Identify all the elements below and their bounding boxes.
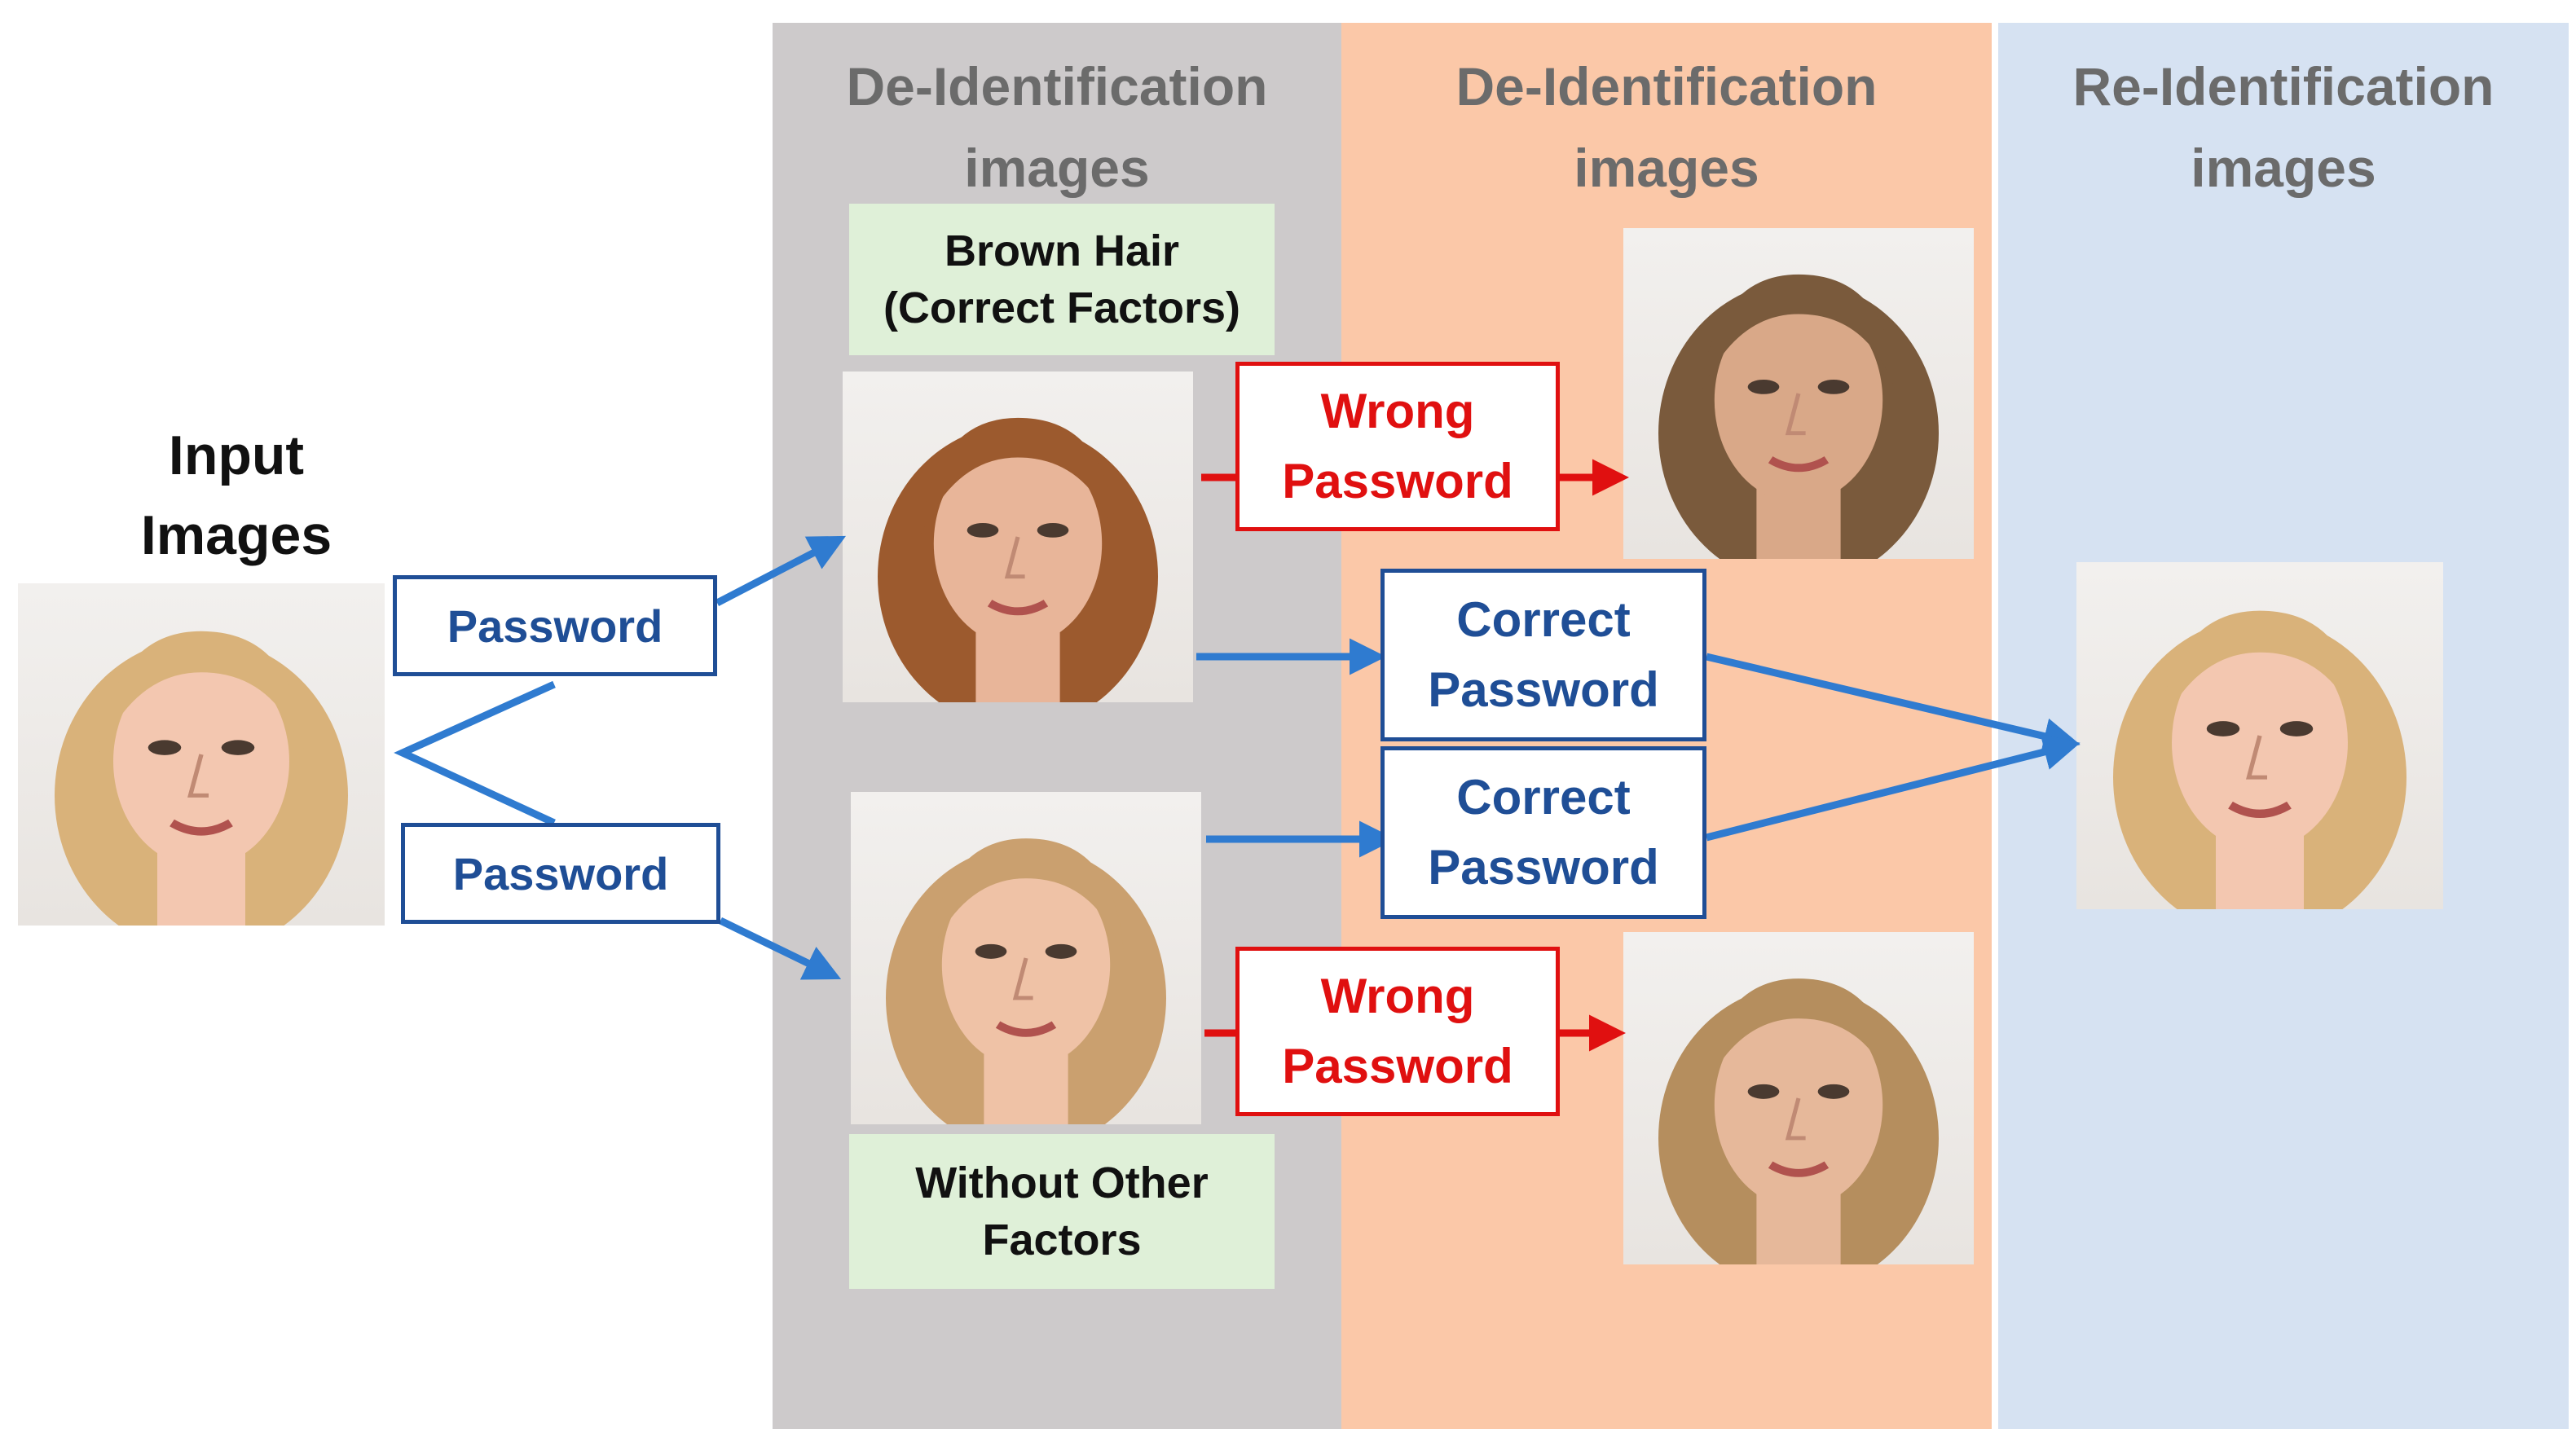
nose [1004,536,1025,579]
hair-top [1700,274,1897,394]
wrong-password-bottom-face-image [1623,932,1974,1264]
input-images-title: Input Images [140,424,332,566]
right-eye [1037,522,1069,538]
mouth [1768,455,1830,473]
mouth [995,1021,1057,1037]
arrow-input-split [394,680,556,827]
left-eye [1747,1084,1780,1099]
nose [1785,393,1806,436]
left-eye [2206,721,2240,736]
face-portrait-drawing [878,417,1158,702]
wrong-password-box-bottom: Wrong Password [1235,947,1560,1116]
arrow-correct-top-to-reid [1705,653,2081,754]
hair-top [919,417,1116,537]
password-box-input-bottom: Password [401,823,720,924]
mouth [170,819,233,836]
face-portrait-drawing [2113,610,2406,909]
arrow-to-deid-plain [719,917,842,980]
hair-top [2157,610,2362,736]
hair-top [1700,978,1897,1098]
right-eye [221,740,255,755]
arrow-to-deid-brown [715,535,846,606]
nose [2246,735,2267,780]
face-portrait-drawing [886,838,1166,1124]
reid-title: Re-Identification images [2072,56,2495,198]
arrow-correct-bottom-to-reid [1705,734,2081,842]
factor-box-without-other: Without Other Factors [849,1134,1275,1289]
mouth [2228,801,2292,818]
factor-box-brown-hair: Brown Hair (Correct Factors) [849,204,1275,355]
left-eye [975,943,1007,959]
hair-top [927,838,1125,958]
right-eye [1817,1084,1850,1099]
deid-brown-hair-face-image [843,372,1193,702]
nose [1012,957,1033,1000]
hair-top [99,631,304,754]
wrong-password-top-face-image [1623,228,1974,559]
reid-face-image [2076,562,2443,909]
left-eye [148,740,182,755]
face-portrait-drawing [1658,274,1939,559]
mouth [1768,1161,1830,1177]
face-portrait-drawing [55,631,348,926]
right-eye [1817,379,1850,394]
nose [1785,1097,1806,1141]
mouth [987,599,1049,616]
wrong-password-box-top: Wrong Password [1235,362,1560,531]
left-eye [1747,379,1780,394]
correct-password-box-bottom: Correct Password [1380,746,1706,919]
right-eye [2279,721,2314,736]
left-eye [967,522,999,538]
deid-orange-title: De-Identification images [1455,56,1878,198]
nose [187,754,209,798]
input-face-image [18,583,385,926]
correct-password-box-top: Correct Password [1380,569,1706,741]
deid-gray-title: De-Identification images [846,56,1268,198]
password-box-input-top: Password [393,575,717,676]
face-portrait-drawing [1658,978,1939,1264]
right-eye [1045,943,1077,959]
deid-plain-face-image [851,792,1201,1124]
